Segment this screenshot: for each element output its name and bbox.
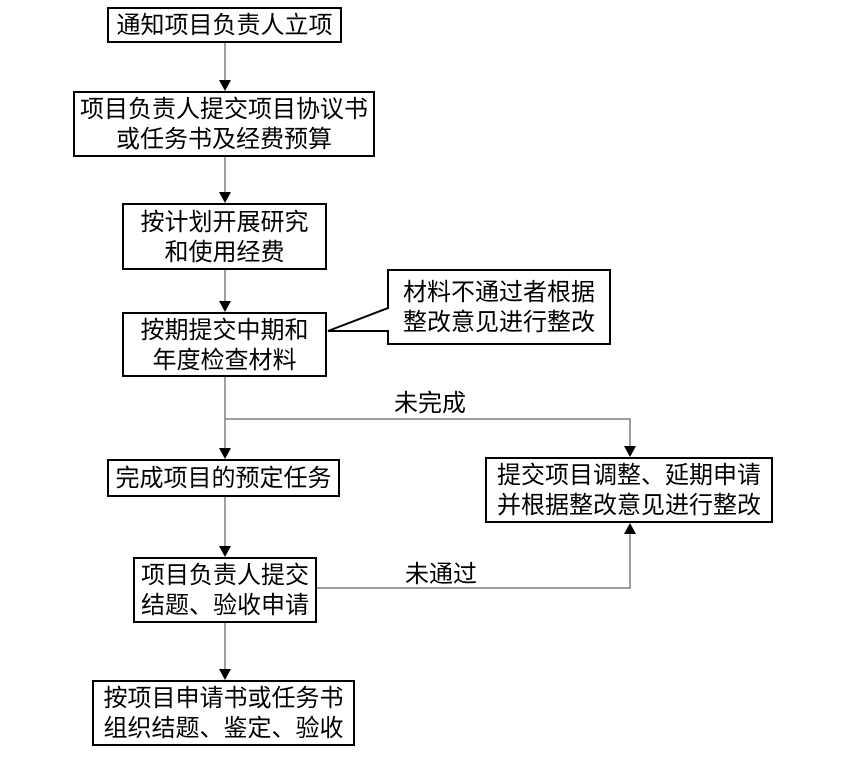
flow-node-text: 按项目申请书或任务书 [103, 684, 344, 712]
edge-label-not-passed: 未通过 [405, 560, 477, 588]
flow-node-text: 结题、验收申请 [141, 591, 309, 619]
flow-node-text: 按计划开展研究 [140, 207, 309, 236]
flow-node-text: 和使用经费 [164, 237, 285, 266]
arrowhead-down-icon [219, 80, 231, 91]
flow-node-submit-agreement: 项目负责人提交项目协议书 或任务书及经费预算 [73, 91, 375, 157]
flow-node-text: 提交项目调整、延期申请 [497, 461, 761, 489]
flow-node-text: 组织结题、鉴定、验收 [103, 714, 344, 742]
flow-node-text: 并根据整改意见进行整改 [497, 491, 761, 519]
flow-node-text: 按期提交中期和 [140, 315, 309, 344]
flow-node-text: 年度检查材料 [152, 345, 297, 374]
flow-node-text: 项目负责人提交项目协议书 [80, 95, 368, 123]
flow-node-conduct-research: 按计划开展研究 和使用经费 [122, 203, 327, 270]
callout-text: 整改意见进行整改 [403, 308, 595, 336]
callout-rectify: 材料不通过者根据 整改意见进行整改 [388, 270, 610, 344]
arrowhead-down-icon [624, 446, 636, 457]
flow-node-text: 项目负责人提交 [141, 561, 309, 589]
arrowhead-up-icon [624, 523, 636, 534]
callout-text: 材料不通过者根据 [403, 278, 595, 306]
arrowhead-down-icon [219, 546, 231, 557]
callout-shape [327, 269, 611, 345]
arrowhead-down-icon [219, 301, 231, 312]
arrowhead-down-icon [219, 192, 231, 203]
flow-node-text: 或任务书及经费预算 [116, 125, 332, 153]
flow-node-text: 通知项目负责人立项 [116, 11, 333, 39]
edge-not-completed-branch [225, 418, 631, 447]
arrowhead-down-icon [219, 669, 231, 680]
flow-node-adjust-postpone: 提交项目调整、延期申请 并根据整改意见进行整改 [485, 457, 773, 523]
edge-label-not-completed: 未完成 [394, 389, 466, 417]
flow-node-submit-closure: 项目负责人提交 结题、验收申请 [133, 557, 317, 623]
edge-not-passed-branch [317, 534, 631, 589]
flow-node-complete-tasks: 完成项目的预定任务 [107, 459, 340, 497]
flow-node-submit-midterm: 按期提交中期和 年度检查材料 [122, 312, 327, 377]
flow-node-text: 完成项目的预定任务 [115, 464, 332, 492]
arrowhead-down-icon [219, 448, 231, 459]
flow-node-notify: 通知项目负责人立项 [107, 7, 342, 43]
flow-node-organize-acceptance: 按项目申请书或任务书 组织结题、鉴定、验收 [92, 680, 355, 746]
